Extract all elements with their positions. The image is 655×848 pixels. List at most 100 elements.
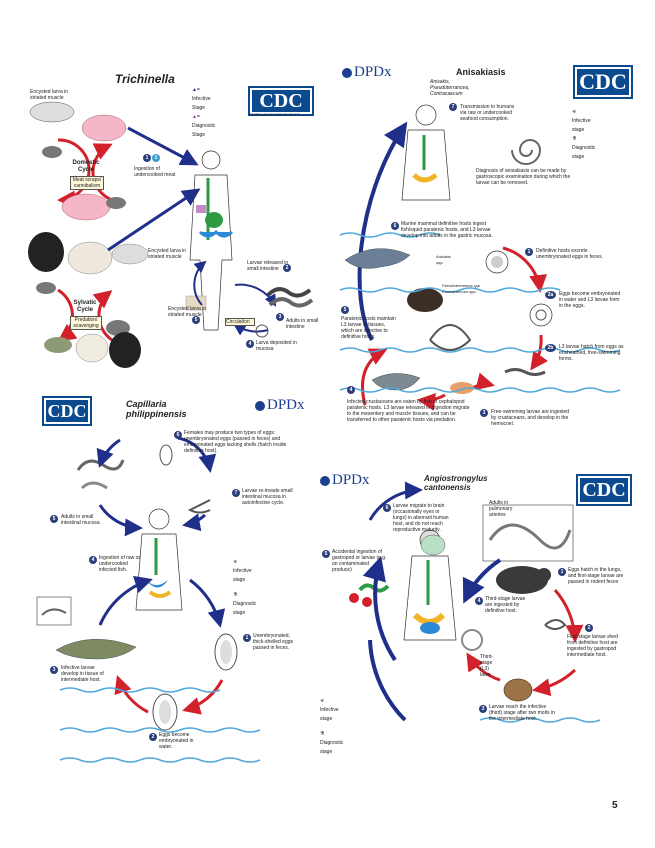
cdc-tagline: SAFER·HEALTHIER·PEOPLE™ bbox=[249, 113, 300, 117]
label-domestic-cycle: Domestic Cycle bbox=[72, 160, 100, 173]
angiostrongylus-title: Angiostrongylus cantonensis bbox=[424, 474, 488, 492]
legend-diagnostic: Diagnostic stage bbox=[320, 740, 344, 755]
capillaria-step-4: 4 bbox=[89, 556, 97, 564]
capillaria-step-2: 2 bbox=[149, 733, 157, 741]
angiostrongylus-step-2-text: First-stage larvae shed from definitive … bbox=[567, 634, 618, 658]
dpdx-logo: DPDx bbox=[342, 64, 392, 81]
capillaria-step-7-text: Larvae re-invade small intestinal mucosa… bbox=[242, 488, 293, 506]
capillaria-step-7: 7 bbox=[232, 489, 240, 497]
dpdx-logo: DPDx bbox=[255, 397, 305, 414]
trichinella-step-2: 2 bbox=[283, 264, 291, 272]
anisakiasis-subtitle: Anisakis, Pseudoterranova, Contracaecum bbox=[430, 79, 470, 97]
capillaria-step-3: 3 bbox=[50, 666, 58, 674]
angiostrongylus-step-3: 3 bbox=[479, 705, 487, 713]
label-adults: Adults in small intestine bbox=[286, 318, 319, 330]
label-circulation: Circulation bbox=[225, 318, 255, 326]
diagnostic-triangle-icon: ▲ bbox=[192, 114, 197, 120]
anisakiasis-step-3: 3 bbox=[480, 409, 488, 417]
biohazard-icon: ☣ bbox=[233, 559, 238, 565]
angiostrongylus-step-4-text: Third-stage larvae are ingested by defin… bbox=[485, 596, 526, 614]
anisakiasis-step-2b: 2b bbox=[545, 344, 556, 352]
legend-infective: Infective stage bbox=[320, 707, 339, 722]
anisakiasis-step-2a-text: Eggs become embryonated in water and L3 … bbox=[559, 291, 621, 309]
trichinella-step-1-b: 1 bbox=[152, 154, 160, 162]
anisakiasis-step-1-text: Definitive hosts excrete unembryonated e… bbox=[536, 248, 603, 260]
label-predation: Predation/ scavenging bbox=[70, 316, 102, 330]
cdc-logo: CDC bbox=[248, 86, 314, 116]
capillaria-step-1-text: Unembryonated, thick-shelled eggs passed… bbox=[253, 633, 294, 651]
capillaria-step-2-text: Eggs become embryonated in water. bbox=[159, 732, 194, 750]
anisakiasis-diagram bbox=[339, 104, 621, 411]
anisakiasis-step-3-text: Free-swimming larvae are ingested by cru… bbox=[491, 409, 570, 427]
label-l3-larva: Third-stage (L3) larva bbox=[480, 654, 494, 678]
anisakiasis-step-6: 6 bbox=[391, 222, 399, 230]
angiostrongylus-step-2: 2 bbox=[585, 624, 593, 632]
dpdx-dot-icon bbox=[320, 475, 330, 486]
capillaria-step-6: 6 bbox=[174, 431, 182, 439]
dpdx-dot-icon bbox=[342, 67, 352, 78]
capillaria-step-5-text: Adults in small intestinal mucosa bbox=[61, 514, 100, 526]
trichinella-legend: ▲= Infective Stage ▲= Diagnostic Stage bbox=[192, 86, 215, 140]
anisakiasis-step-5: 5 bbox=[341, 306, 349, 314]
cdc-logo: CDC bbox=[576, 474, 632, 506]
label-larvae-released: Larvae released in small intestine bbox=[247, 260, 289, 272]
capillaria-diagram bbox=[36, 436, 261, 763]
dpdx-logo: DPDx bbox=[320, 472, 370, 489]
anisakiasis-title: Anisakiasis bbox=[456, 67, 506, 77]
angiostrongylus-step-5-text: Accidental ingestion of gastropod or lar… bbox=[332, 549, 387, 573]
anisakiasis-step-4-text: Infected crustaceans are eaten by fish o… bbox=[347, 399, 470, 423]
anisakiasis-step-1: 1 bbox=[525, 248, 533, 256]
angiostrongylus-step-1-text: Eggs hatch in the lungs, and first-stage… bbox=[568, 567, 624, 585]
anisakiasis-step-7: 7 bbox=[449, 103, 457, 111]
trichinella-step-4: 4 bbox=[246, 340, 254, 348]
anisakiasis-step-2a: 2a bbox=[545, 291, 556, 299]
capillaria-step-5: 5 bbox=[50, 515, 58, 523]
legend-infective: Infective stage bbox=[572, 118, 591, 133]
angiostrongylus-step-1: 1 bbox=[558, 568, 566, 576]
label-pseudoterranova: Pseudoterranova spp. Contracaecum spp. bbox=[442, 283, 482, 294]
angiostrongylus-legend: ☣ Infective stage ⚗ Diagnostic stage bbox=[320, 697, 343, 757]
capillaria-legend: ☣ Infective stage ⚗ Diagnostic stage bbox=[233, 558, 256, 618]
anisakiasis-step-2b-text: L3 larvae hatch from eggs as ensheathed,… bbox=[559, 344, 624, 362]
microscope-icon: ⚗ bbox=[233, 592, 238, 598]
page-number: 5 bbox=[612, 800, 618, 811]
trichinella-title: Trichinella bbox=[115, 72, 175, 86]
anisakiasis-step-6-text: Marine mammal definitive hosts ingest fi… bbox=[401, 221, 493, 239]
cdc-logo: CDC bbox=[573, 65, 633, 99]
angiostrongylus-step-5: 5 bbox=[322, 550, 330, 558]
legend-infective: = Infective Stage bbox=[192, 87, 211, 111]
microscope-icon: ⚗ bbox=[572, 136, 577, 142]
legend-diagnostic: = Diagnostic Stage bbox=[192, 114, 216, 138]
infective-triangle-icon: ▲ bbox=[192, 87, 197, 93]
label-encysted-larva: Encysted larva in striated muscle bbox=[168, 306, 207, 318]
dpdx-text: DPDx bbox=[332, 472, 370, 488]
anisakiasis-step-4: 4 bbox=[347, 386, 355, 394]
label-adults-pulmonary: Adults in pulmonary arteries bbox=[489, 500, 513, 518]
angiostrongylus-step-3-text: Larvae reach the infective (third) stage… bbox=[489, 704, 555, 722]
capillaria-step-6-text: Females may produce two types of eggs: u… bbox=[184, 430, 287, 454]
trichinella-step-5: 5 bbox=[192, 316, 200, 324]
label-ingestion: Ingestion of undercooked meat bbox=[134, 166, 176, 178]
capillaria-step-4-text: Ingestion of raw or undercooked infected… bbox=[99, 555, 141, 573]
label-meat-scraps: Meat scraps/ cannibalism bbox=[70, 176, 104, 190]
capillaria-title: Capillaria philippinensis bbox=[126, 399, 187, 419]
trichinella-step-1: 1 bbox=[143, 154, 151, 162]
legend-infective: Infective stage bbox=[233, 568, 252, 583]
dpdx-text: DPDx bbox=[267, 397, 305, 413]
label-encysted-mid: Encysted larva in striated muscle bbox=[148, 248, 187, 260]
angiostrongylus-step-4: 4 bbox=[475, 597, 483, 605]
biohazard-icon: ☣ bbox=[320, 698, 325, 704]
biohazard-icon: ☣ bbox=[572, 109, 577, 115]
capillaria-step-3-text: Infective larvae develop in tissue of in… bbox=[61, 665, 104, 683]
trichinella-step-3: 3 bbox=[276, 313, 284, 321]
anisakiasis-step-5-text: Paratenic hosts maintain L3 larvae in ti… bbox=[341, 316, 396, 340]
label-larva-deposited: Larva deposited in mucosa bbox=[256, 340, 297, 352]
anisakiasis-legend: ☣ Infective stage ⚗ Diagnostic stage bbox=[572, 108, 595, 162]
angiostrongylus-step-6: 6 bbox=[383, 504, 391, 512]
label-sylvatic-cycle: Sylvatic Cycle bbox=[73, 300, 97, 313]
capillaria-step-1: 1 bbox=[243, 634, 251, 642]
legend-diagnostic: Diagnostic stage bbox=[233, 601, 257, 616]
legend-diagnostic: Diagnostic stage bbox=[572, 145, 596, 160]
microscope-icon: ⚗ bbox=[320, 731, 325, 737]
